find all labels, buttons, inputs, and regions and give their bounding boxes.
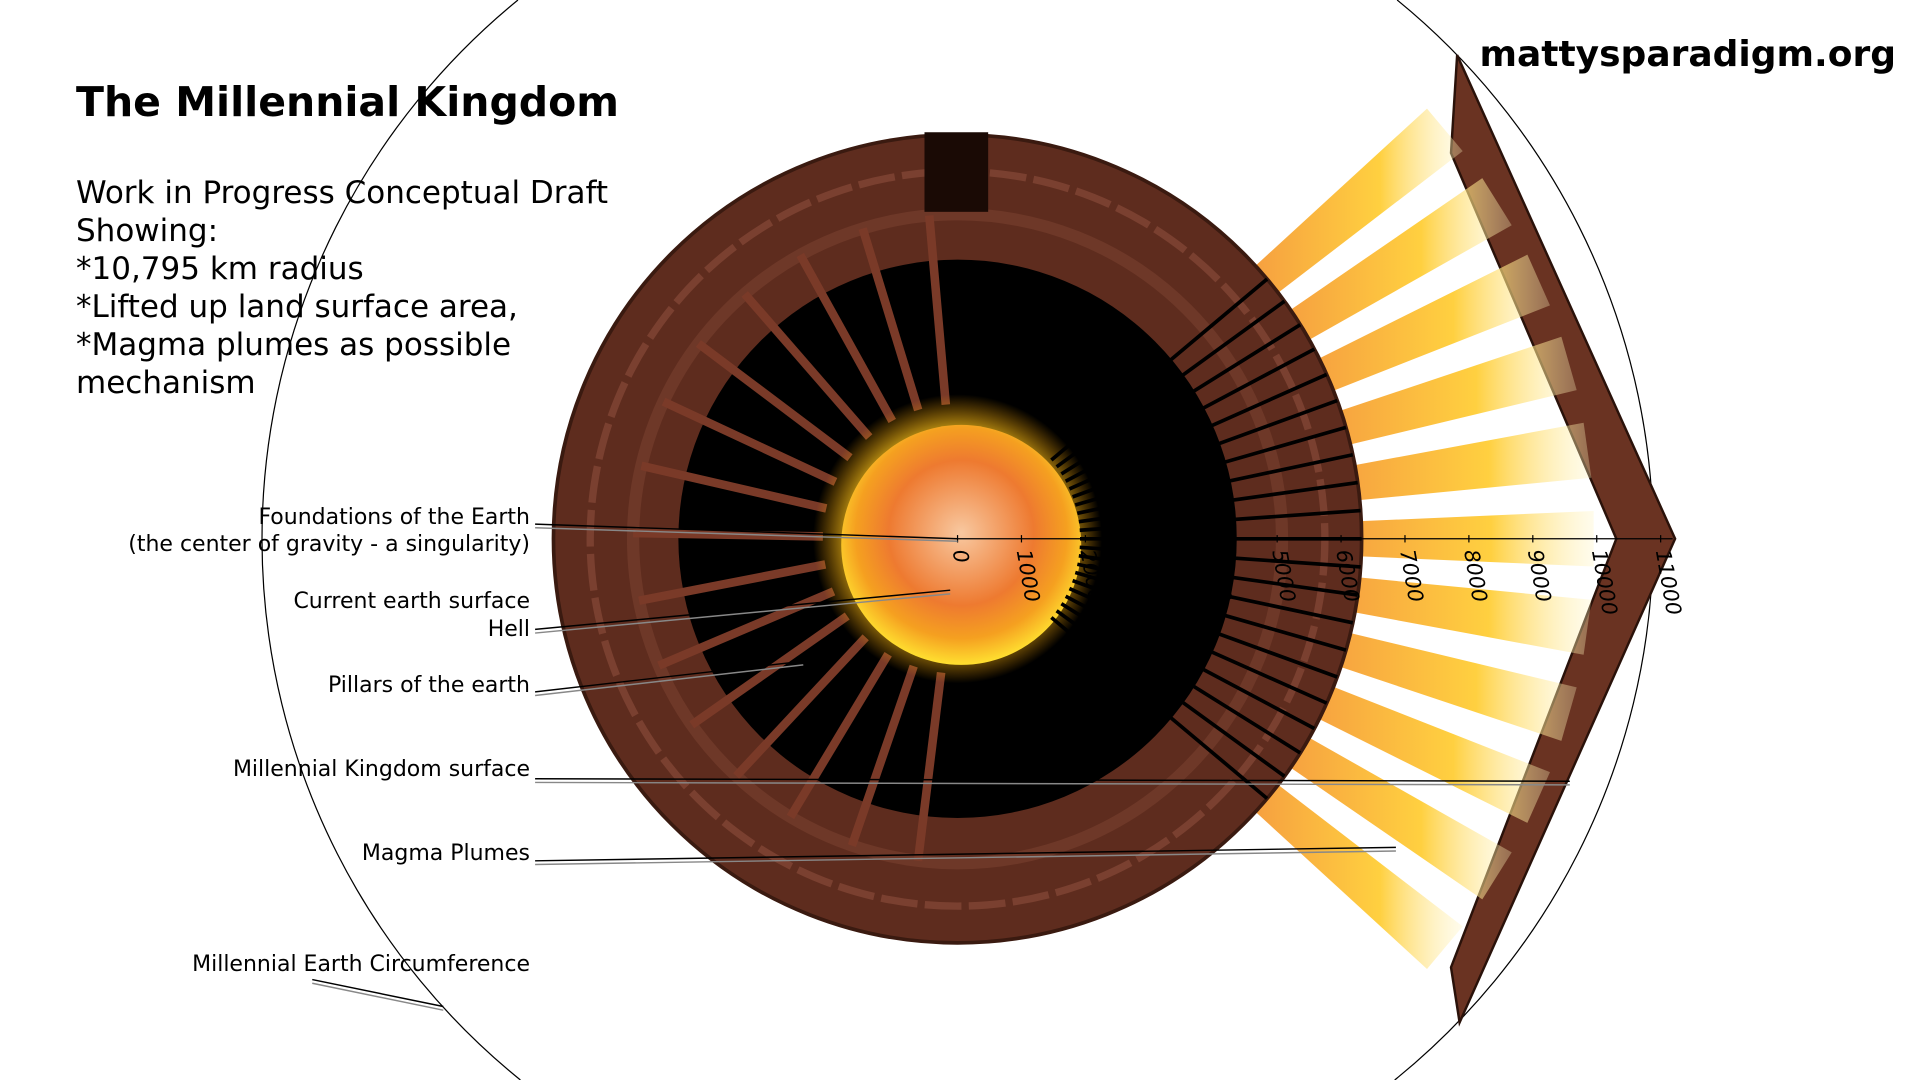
description-line: *10,795 km radius (76, 251, 364, 287)
page-title: The Millennial Kingdom (76, 78, 620, 126)
plume-gap (1074, 425, 1347, 507)
description-line: *Lifted up land surface area, (76, 289, 518, 325)
label-foundations-sub: (the center of gravity - a singularity) (128, 532, 530, 557)
label-pillars: Pillars of the earth (327, 673, 530, 698)
site-name: mattysparadigm.org (1479, 34, 1896, 75)
plume-gap (1071, 578, 1338, 679)
pillar (796, 252, 896, 424)
pillar (695, 340, 853, 462)
plume-gap (1050, 277, 1269, 462)
plume-gap (1068, 586, 1328, 705)
circumference-arc-left (261, 0, 521, 1080)
plume-gap (1076, 562, 1354, 625)
pillar (640, 461, 828, 513)
description: Work in Progress Conceptual Draft Showin… (76, 174, 608, 402)
crust-notch (924, 132, 989, 212)
pillar (847, 664, 918, 847)
plume-gap (1064, 347, 1316, 483)
description-line: Work in Progress Conceptual Draft (76, 175, 609, 211)
pillar (858, 227, 923, 412)
leader-lines (312, 523, 1570, 1011)
plume-gap (1060, 323, 1302, 476)
label-foundations: Foundations of the Earth (the center of … (128, 504, 530, 558)
axis-tick-label: 11000 (1651, 548, 1686, 617)
pillars-of-the-earth (633, 215, 951, 862)
earth-core-sun (841, 424, 1082, 665)
plume-gap (1078, 553, 1358, 597)
plume-gap (1074, 570, 1347, 652)
pillar (661, 397, 838, 486)
pillar (638, 560, 827, 605)
pillar (786, 652, 892, 820)
plume-gap (1079, 545, 1361, 569)
plume-gap (1060, 602, 1302, 755)
axis-tick-label: 0 (948, 548, 974, 565)
plume-gap (1068, 372, 1328, 491)
plume-gap (1079, 508, 1361, 533)
plume-gap (1071, 398, 1338, 499)
plume-gap (1078, 480, 1358, 524)
plume-gap (1055, 609, 1286, 778)
plume-gap (1050, 616, 1269, 800)
description-line: Showing: (76, 213, 219, 249)
label-foundations-title: Foundations of the Earth (258, 505, 530, 530)
label-mk-surface: Millennial Kingdom surface (232, 757, 530, 782)
plume-gap (1076, 452, 1354, 516)
plume-gap (1055, 299, 1286, 469)
plume-rays (1050, 277, 1362, 800)
pillar (689, 612, 850, 729)
pillar (913, 671, 946, 862)
description-line: *Magma plumes as possible (76, 327, 512, 363)
description-line: mechanism (76, 365, 256, 401)
pillar (925, 215, 951, 405)
pillar (741, 291, 873, 440)
plume-gap (1064, 594, 1316, 731)
label-current-surface: Current earth surface (293, 589, 530, 614)
label-circumference: Millennial Earth Circumference (192, 952, 530, 977)
pillar (733, 634, 869, 780)
label-magma-plumes: Magma Plumes (361, 841, 530, 866)
label-hell: Hell (487, 617, 530, 642)
